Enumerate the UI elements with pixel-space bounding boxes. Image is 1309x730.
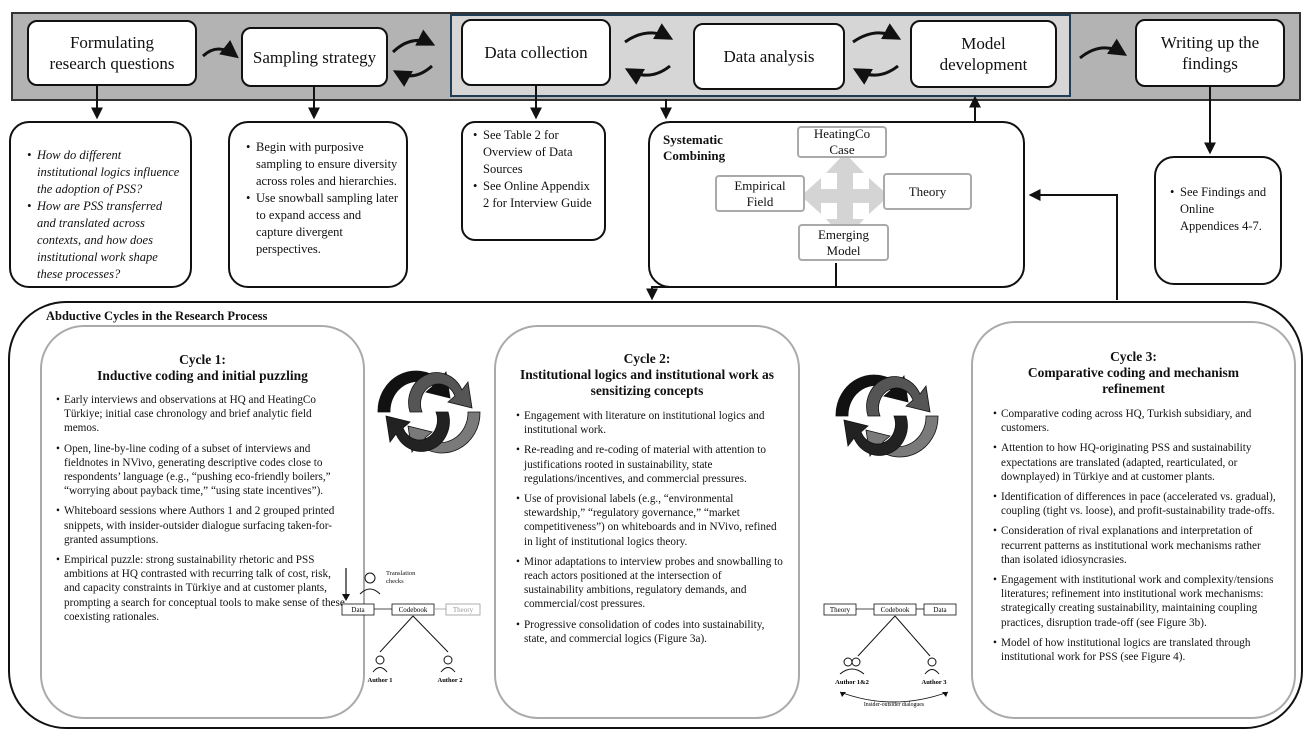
insider-outsider-label: Insider-outsider dialogues: [864, 702, 925, 708]
data-collection-note: See Table 2 for Overview of Data Sources…: [461, 121, 606, 241]
author-2-label: Author 2: [438, 677, 463, 684]
cycle-2-number: Cycle 2:: [623, 351, 671, 366]
step-data-collection: Data collection: [461, 19, 611, 86]
coding-process-sketch: Translation checks Data Codebook Theory …: [341, 568, 481, 684]
cycle-1-item: Open, line-by-line coding of a subset of…: [56, 442, 349, 499]
heatingco-case-box: HeatingCo Case: [797, 126, 887, 158]
theory-box: Theory: [883, 173, 972, 210]
data-collection-item: See Online Appendix 2 for Interview Guid…: [473, 178, 598, 212]
author-2-icon: [443, 655, 453, 665]
abductive-cycle-icon: [835, 374, 939, 458]
cycle-2-item: Re-reading and re-coding of material wit…: [516, 443, 784, 486]
step-data-analysis: Data analysis: [693, 23, 845, 90]
cycle-3-box: Cycle 3: Comparative coding and mechanis…: [971, 321, 1296, 719]
codebook-node: Codebook: [399, 606, 428, 614]
cycle-3-number: Cycle 3:: [1110, 349, 1157, 364]
cycle-1-item: Empirical puzzle: strong sustainability …: [56, 553, 349, 624]
author-3-label: Author 3: [922, 679, 948, 686]
cycle-3-item: Consideration of rival explanations and …: [993, 524, 1278, 567]
cycle-3-item: Model of how institutional logics are tr…: [993, 636, 1278, 664]
author-1-2-label: Author 1&2: [835, 679, 869, 686]
cycle-1-number: Cycle 1:: [179, 352, 226, 367]
step-formulating-research-questions: Formulating research questions: [27, 20, 197, 86]
cycle-3-title: Comparative coding and mechanism refinem…: [1027, 365, 1240, 396]
step-writing-up-findings: Writing up the findings: [1135, 19, 1285, 87]
theory-node: Theory: [830, 606, 851, 614]
cycle-2-item: Use of provisional labels (e.g., “enviro…: [516, 492, 784, 549]
cycle-3-item: Attention to how HQ-originating PSS and …: [993, 441, 1278, 484]
cycle-1-item: Whiteboard sessions where Authors 1 and …: [56, 504, 349, 547]
sampling-item: Use snowball sampling later to expand ac…: [246, 190, 398, 258]
theory-node: Theory: [453, 606, 474, 614]
empirical-field-box: Empirical Field: [715, 175, 805, 212]
author-3-icon: [927, 657, 937, 667]
translator-icon: [364, 572, 376, 584]
data-node: Data: [351, 606, 365, 614]
cycle-3-item: Identification of differences in pace (a…: [993, 490, 1278, 518]
research-question-1: How do different institutional logics in…: [27, 147, 182, 198]
author-2-icon: [851, 657, 861, 667]
emerging-model-box: Emerging Model: [798, 224, 889, 261]
step-sampling-strategy: Sampling strategy: [241, 27, 388, 87]
sampling-item: Begin with purposive sampling to ensure …: [246, 139, 398, 190]
author-1-label: Author 1: [368, 677, 393, 684]
cycle-1-item: Early interviews and observations at HQ …: [56, 393, 349, 436]
cycle-1-title: Inductive coding and initial puzzling: [97, 368, 308, 383]
translation-checks-label: Translation checks: [386, 570, 417, 585]
sampling-note: Begin with purposive sampling to ensure …: [228, 121, 408, 288]
data-node: Data: [933, 606, 947, 614]
cycle-3-item: Comparative coding across HQ, Turkish su…: [993, 407, 1278, 435]
cycle-2-box: Cycle 2: Institutional logics and instit…: [494, 325, 800, 719]
cycle-3-item: Engagement with institutional work and c…: [993, 573, 1278, 630]
findings-note: See Findings and Online Appendices 4-7.: [1154, 156, 1282, 285]
step-model-development: Model development: [910, 20, 1057, 88]
codebook-node: Codebook: [881, 606, 910, 614]
research-question-2: How are PSS transferred and translated a…: [27, 198, 182, 283]
research-questions-note: How do different institutional logics in…: [9, 121, 192, 288]
abductive-cycles-title: Abductive Cycles in the Research Process: [46, 309, 268, 323]
systematic-combining-title: Systematic Combining: [663, 132, 726, 163]
cycle-2-title: Institutional logics and institutional w…: [520, 367, 774, 398]
cycle-2-item: Engagement with literature on institutio…: [516, 409, 784, 437]
data-collection-item: See Table 2 for Overview of Data Sources: [473, 127, 598, 178]
cycle-1-box: Cycle 1: Inductive coding and initial pu…: [40, 325, 365, 719]
four-way-arrow-icon: [801, 153, 889, 240]
cycle-2-item: Minor adaptations to interview probes an…: [516, 555, 784, 612]
cycle-2-item: Progressive consolidation of codes into …: [516, 618, 784, 646]
abductive-cycle-icon: [377, 370, 481, 454]
findings-item: See Findings and Online Appendices 4-7.: [1170, 184, 1272, 235]
insider-outsider-sketch: Theory Codebook Data Author 1&2 Author 3…: [823, 603, 957, 708]
arrow-feedback-icon: [1028, 189, 1118, 300]
author-1-icon: [375, 655, 385, 665]
author-1-icon: [843, 657, 853, 667]
